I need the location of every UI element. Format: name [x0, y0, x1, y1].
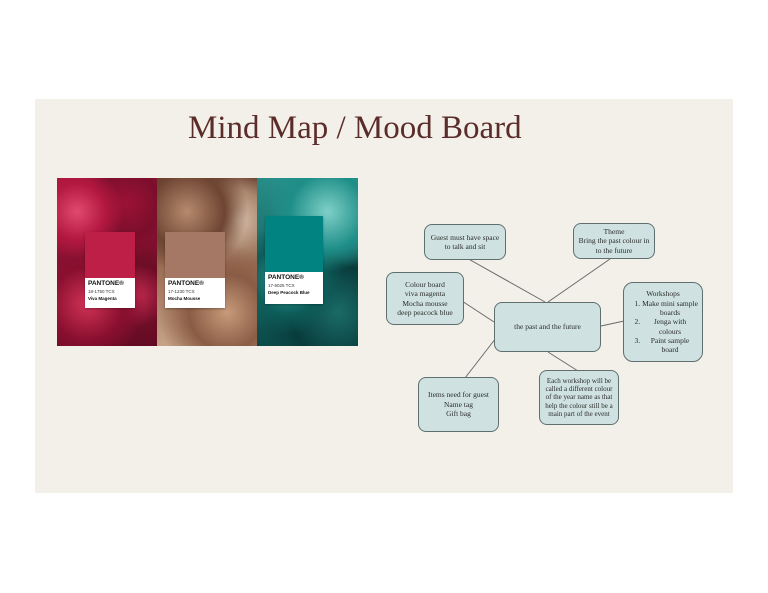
node-workshops-title: Workshops [646, 289, 680, 299]
swatch-brand: PANTONE® [268, 274, 304, 281]
swatch-deep-peacock-blue: PANTONE® 17-5025 TCX Deep Peacock Blue [265, 216, 323, 304]
connector-theme [547, 258, 611, 303]
guest-item: Gift bag [446, 409, 471, 419]
connector-workshop-naming [547, 351, 579, 372]
swatch-code: 17-5025 TCX [268, 283, 295, 288]
workshop-item: Jenga with colours [642, 317, 698, 336]
node-items-for-guest: Items need for guest Name tag Gift bag [418, 377, 499, 432]
guest-item: Name tag [444, 399, 473, 409]
workshop-item: Make mini sample boards [642, 299, 698, 318]
swatch-code: 18-1750 TCX [88, 289, 115, 294]
swatch-color [265, 216, 323, 272]
node-center: the past and the future [494, 302, 601, 352]
connector-colour-board [461, 300, 495, 323]
node-workshops: Workshops Make mini sample boards Jenga … [623, 282, 703, 362]
node-theme: Theme Bring the past colour in to the fu… [573, 223, 655, 259]
connector-workshops [600, 320, 625, 327]
connector-guest-space [464, 256, 546, 303]
swatch-mocha-mousse: PANTONE® 17-1230 TCX Mocha Mousse [165, 232, 225, 308]
node-items-title: Items need for guest [427, 390, 490, 400]
node-theme-title: Theme [603, 226, 625, 236]
node-center-label: the past and the future [514, 322, 581, 332]
colour-item: deep peacock blue [397, 307, 453, 317]
mood-board-collage: PANTONE® 18-1750 TCX Viva Magenta PANTON… [57, 178, 358, 346]
connector-items-guest [464, 337, 497, 379]
workshops-list: Make mini sample boards Jenga with colou… [628, 299, 698, 355]
swatch-color [165, 232, 225, 278]
swatch-name: Deep Peacock Blue [268, 290, 310, 295]
node-workshop-naming-label: Each workshop will be called a different… [545, 376, 613, 419]
colour-item: viva magenta [404, 289, 446, 299]
swatch-brand: PANTONE® [168, 280, 204, 287]
node-guest-space: Guest must have space to talk and sit [424, 224, 506, 260]
swatch-brand: PANTONE® [88, 280, 124, 287]
node-colour-board: Colour board viva magenta Mocha mousse d… [386, 272, 464, 325]
node-guest-space-label: Guest must have space to talk and sit [430, 232, 500, 251]
swatch-color [85, 232, 135, 278]
node-colour-board-title: Colour board [405, 279, 445, 289]
swatch-viva-magenta: PANTONE® 18-1750 TCX Viva Magenta [85, 232, 135, 308]
colour-item: Mocha mousse [402, 298, 448, 308]
page-title: Mind Map / Mood Board [188, 110, 522, 146]
node-theme-text: Bring the past colour in to the future [578, 236, 650, 255]
workshop-item: Paint sample board [642, 336, 698, 355]
swatch-name: Mocha Mousse [168, 296, 201, 301]
swatch-name: Viva Magenta [88, 296, 117, 301]
node-workshop-naming: Each workshop will be called a different… [539, 370, 619, 425]
swatch-code: 17-1230 TCX [168, 289, 195, 294]
